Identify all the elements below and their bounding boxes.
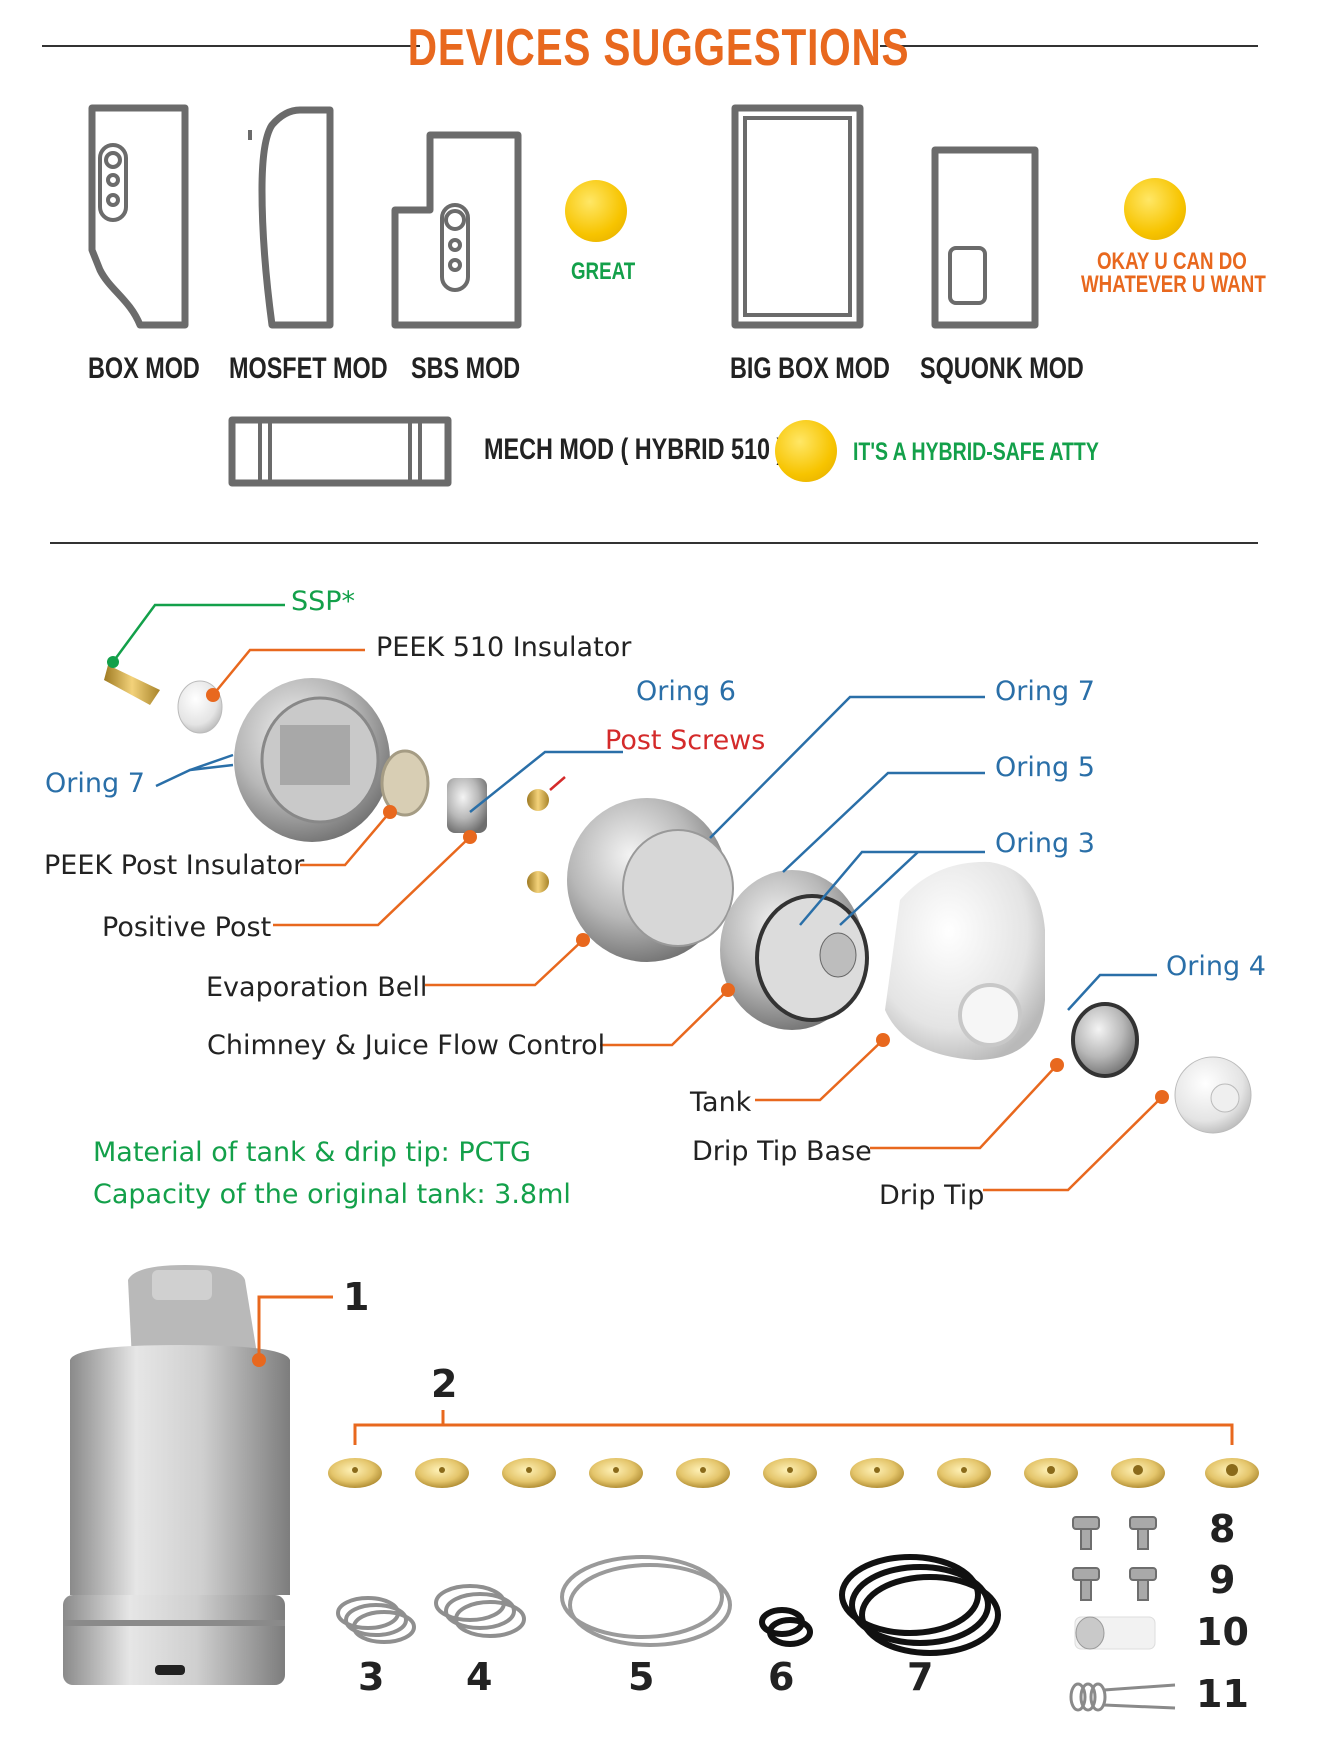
oring-set-7 — [839, 1554, 1001, 1656]
airflow-pin — [415, 1458, 469, 1488]
header-rule-left — [42, 45, 420, 47]
oring-set-4 — [434, 1584, 526, 1638]
post-screws-label: Post Screws — [605, 725, 766, 756]
airflow-pin — [676, 1458, 730, 1488]
peek-post-insulator-shape — [380, 749, 430, 817]
squonk-mod-icon — [931, 146, 1039, 329]
kit-number-7: 7 — [907, 1655, 934, 1699]
airflow-pin — [1111, 1458, 1165, 1488]
peek-510-label: PEEK 510 Insulator — [376, 632, 632, 663]
kit-number-1: 1 — [343, 1275, 370, 1319]
positive-post-label: Positive Post — [102, 912, 272, 943]
mech-mod-icon — [228, 416, 452, 487]
kit-number-2: 2 — [431, 1362, 458, 1406]
header-rule-right — [880, 45, 1258, 47]
airflow-pin — [502, 1458, 556, 1488]
kit-number-6: 6 — [768, 1655, 795, 1699]
kit-number-9: 9 — [1209, 1558, 1236, 1602]
cotton-item-10 — [1074, 1616, 1156, 1650]
airflow-pin — [850, 1458, 904, 1488]
airflow-pin — [937, 1458, 991, 1488]
positive-post-shape — [447, 778, 487, 833]
big-box-mod-icon — [731, 104, 864, 329]
chimney-label: Chimney & Juice Flow Control — [207, 1030, 606, 1061]
kit-number-8: 8 — [1209, 1507, 1236, 1551]
airflow-pin — [589, 1458, 643, 1488]
oring-set-5 — [560, 1555, 732, 1647]
oring-5-label: Oring 5 — [995, 752, 1095, 783]
drip-tip-base-shape — [1071, 1002, 1139, 1078]
okay-face-icon — [1124, 178, 1186, 240]
post-screw-shape — [527, 789, 549, 811]
drip-tip-base-label: Drip Tip Base — [692, 1136, 872, 1167]
section-divider — [50, 542, 1258, 544]
exploded-view — [104, 603, 1252, 1192]
oring-6-label: Oring 6 — [636, 676, 736, 707]
atomizer-image — [63, 1265, 290, 1685]
box-mod-label: BOX MOD — [88, 352, 200, 385]
mosfet-mod-label: MOSFET MOD — [229, 352, 388, 385]
airflow-pin — [763, 1458, 817, 1488]
okay-label-line1: OKAY U CAN DO — [1097, 248, 1247, 275]
ssp-pin-shape — [104, 665, 160, 705]
coil-item-11 — [1069, 1682, 1176, 1712]
screw-8 — [1129, 1516, 1157, 1550]
kit-number-4: 4 — [466, 1655, 493, 1699]
oring-7-right-label: Oring 7 — [995, 676, 1095, 707]
page-title: DEVICES SUGGESTIONS — [407, 19, 910, 77]
material-note: Material of tank & drip tip: PCTG — [93, 1137, 531, 1168]
tank-label: Tank — [690, 1087, 752, 1118]
mech-mod-label: MECH MOD ( HYBRID 510 ) — [484, 433, 785, 466]
great-face-icon — [565, 180, 627, 242]
oring-set-6 — [759, 1607, 813, 1647]
hybrid-label: IT'S A HYBRID-SAFE ATTY — [853, 438, 1099, 466]
screw-9 — [1072, 1567, 1100, 1601]
kit-number-11: 11 — [1196, 1672, 1249, 1716]
device-outlines — [88, 104, 1039, 487]
box-mod-icon — [88, 104, 189, 329]
screw-9 — [1129, 1567, 1157, 1601]
sbs-mod-icon — [391, 131, 522, 329]
airflow-pin — [1024, 1458, 1078, 1488]
airflow-pin — [1205, 1458, 1259, 1488]
hybrid-face-icon — [775, 420, 837, 482]
mosfet-mod-icon — [258, 106, 334, 329]
oring-set-3 — [336, 1596, 416, 1644]
drip-tip-label: Drip Tip — [879, 1180, 985, 1211]
okay-label-line2: WHATEVER U WANT — [1081, 271, 1266, 298]
squonk-mod-label: SQUONK MOD — [920, 352, 1084, 385]
big-box-mod-label: BIG BOX MOD — [730, 352, 890, 385]
kit-number-5: 5 — [628, 1655, 655, 1699]
peek-post-label: PEEK Post Insulator — [44, 850, 305, 881]
oring-7-left-label: Oring 7 — [45, 768, 145, 799]
kit-number-10: 10 — [1196, 1610, 1249, 1654]
ssp-label: SSP* — [291, 586, 356, 617]
capacity-note: Capacity of the original tank: 3.8ml — [93, 1179, 571, 1210]
screw-8 — [1072, 1516, 1100, 1550]
oring-4-label: Oring 4 — [1166, 951, 1266, 982]
great-label: GREAT — [571, 258, 636, 285]
oring-3-label: Oring 3 — [995, 828, 1095, 859]
airflow-pin — [328, 1458, 382, 1488]
evap-bell-label: Evaporation Bell — [206, 972, 428, 1003]
sbs-mod-label: SBS MOD — [411, 352, 521, 385]
kit-number-3: 3 — [358, 1655, 385, 1699]
